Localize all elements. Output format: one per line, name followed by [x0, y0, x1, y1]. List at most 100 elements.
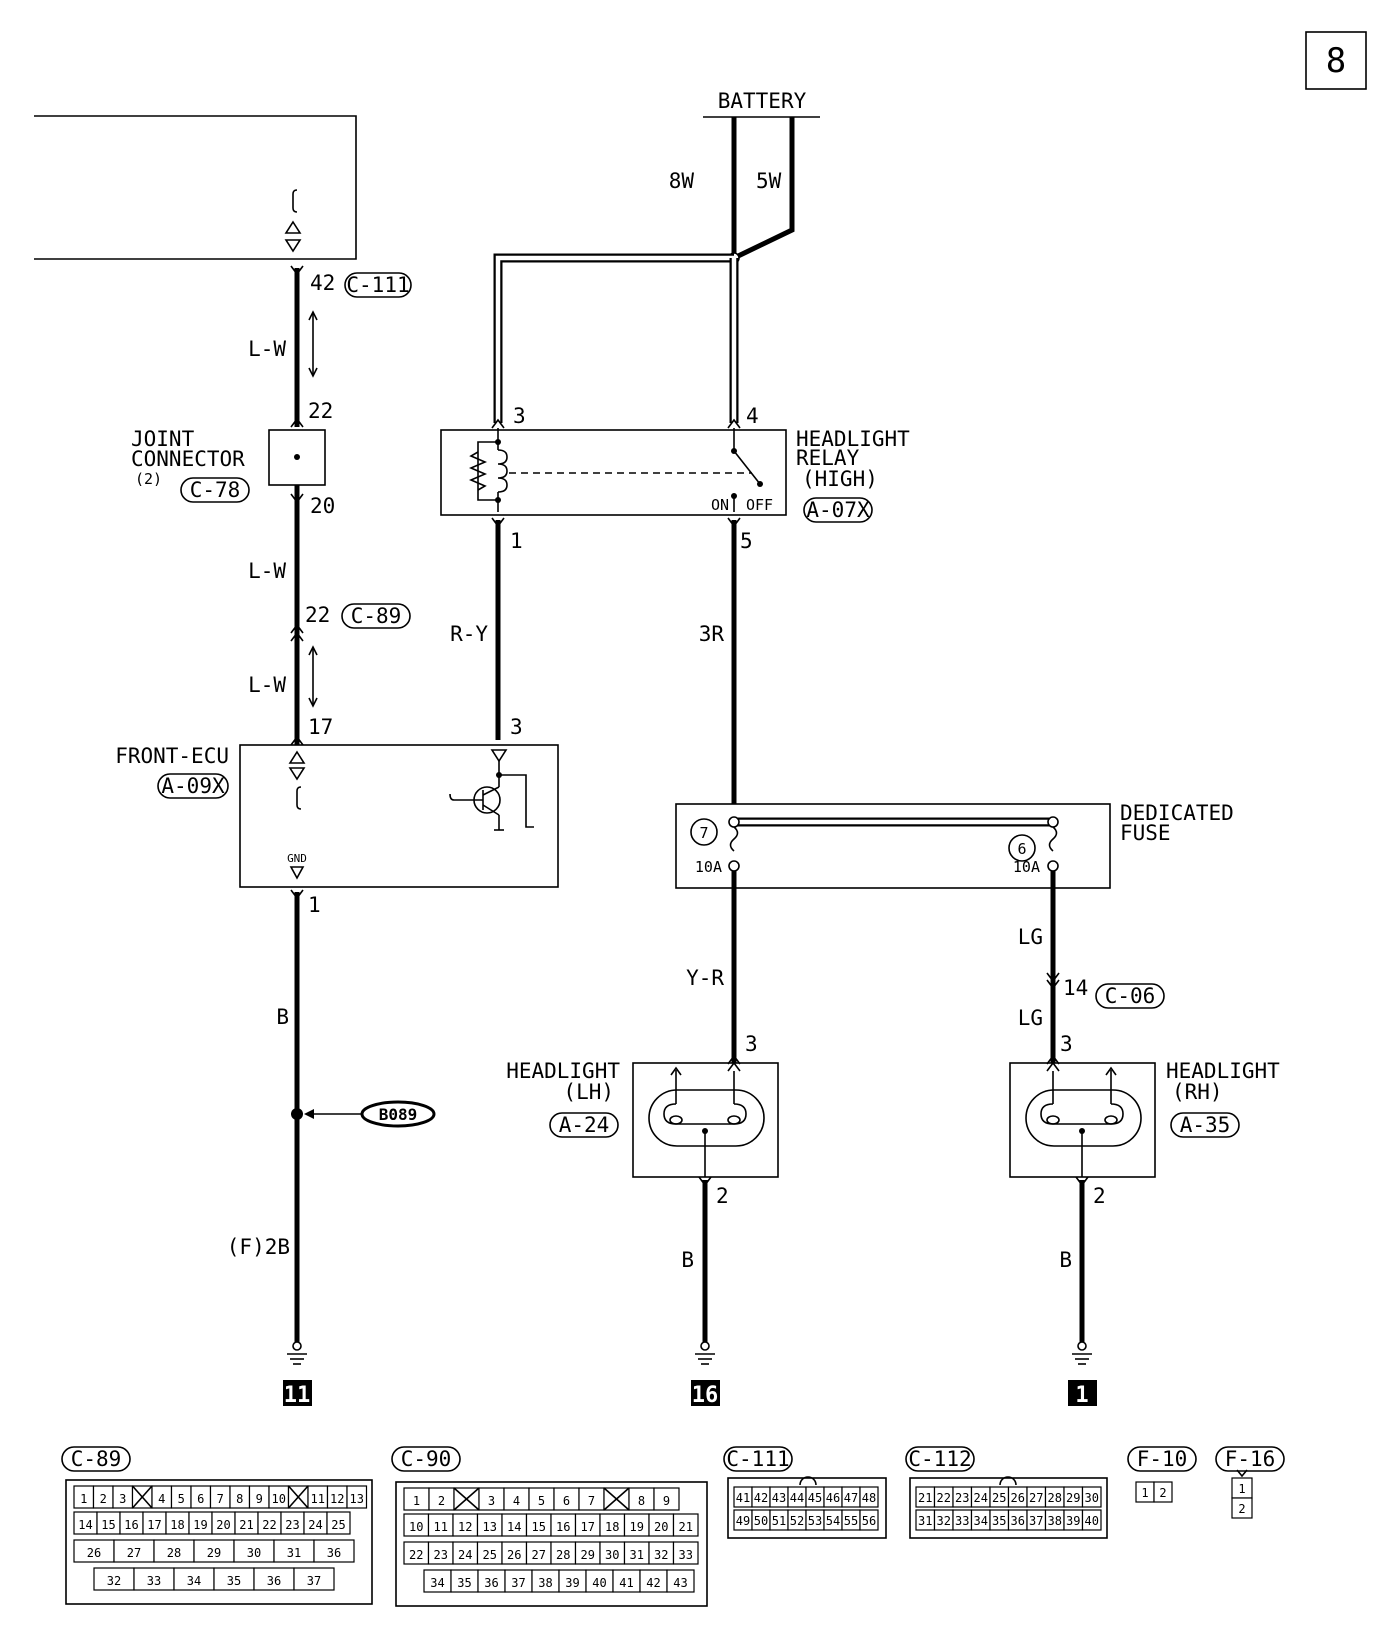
upstream-component-box: [34, 115, 357, 260]
connector-pin-label: 34: [430, 1576, 444, 1590]
direction-arrow-1: [308, 310, 318, 378]
rh-name-2: (RH): [1172, 1080, 1223, 1104]
connector-pin-label: 21: [918, 1491, 932, 1505]
connector-pin-label: 27: [1029, 1491, 1043, 1505]
connector-pin-label: 41: [736, 1491, 750, 1505]
connector-pin-label: 44: [790, 1491, 804, 1505]
connector-pin-label: 32: [654, 1548, 668, 1562]
connector-pin-label: 1: [1238, 1482, 1245, 1496]
joint-pin-bottom: 20: [310, 494, 335, 518]
c111-pin: 42: [310, 271, 335, 295]
connector-pin-label: 32: [107, 1574, 121, 1588]
ecu-gnd-label: GND: [287, 852, 307, 865]
connector-pin-label: 22: [409, 1548, 423, 1562]
wire-b-label: B: [276, 1005, 289, 1029]
connector-pin-label: 39: [565, 1576, 579, 1590]
connector-pin-label: 32: [937, 1514, 951, 1528]
connector-pin-label: 25: [483, 1548, 497, 1562]
dedicated-fuse: 7 10A 6 10A DEDICATED FUSE: [675, 801, 1234, 889]
c89-inline-connector: 22 C-89: [290, 603, 411, 642]
headlight-lh: HEADLIGHT (LH) A-24: [506, 1054, 779, 1178]
connector-pin-label: 23: [955, 1491, 969, 1505]
connector-pin-label: 29: [207, 1546, 221, 1560]
connector-pin-label: 13: [350, 1492, 364, 1506]
connector-pin-label: 21: [679, 1520, 693, 1534]
connector-pin-label: 18: [605, 1520, 619, 1534]
lh-pin-2: 2: [716, 1184, 729, 1208]
connector-pin-label: 22: [937, 1491, 951, 1505]
connector-pin-label: 21: [239, 1518, 253, 1532]
ground-point-11: 11: [284, 1383, 311, 1408]
connector-pin-label: 19: [193, 1518, 207, 1532]
battery-label: BATTERY: [718, 89, 807, 113]
connector-pin-label: 14: [507, 1520, 521, 1534]
c111-code: C-111: [346, 273, 409, 297]
wire-lg-lower-label: LG: [1018, 1006, 1043, 1030]
connector-pin-label: 27: [532, 1548, 546, 1562]
joint-connector: 22 20 JOINT CONNECTOR (2) C-78: [131, 399, 335, 518]
wire-lw-3-label: L-W: [248, 673, 286, 697]
connector-pin-label: 34: [974, 1514, 988, 1528]
connector-pin-label: 12: [458, 1520, 472, 1534]
joint-name-3: (2): [135, 470, 162, 488]
ground-symbol-ecu: 11: [283, 1341, 312, 1408]
lh-code: A-24: [559, 1113, 610, 1137]
ecu-pin-3: 3: [510, 715, 523, 739]
connector-pin-label: 4: [513, 1494, 520, 1508]
relay-pin-1: 1: [510, 529, 523, 553]
c89-view-code: C-89: [71, 1447, 122, 1471]
connector-pin-label: 11: [434, 1520, 448, 1534]
relay-name-2: RELAY: [796, 446, 860, 470]
connector-pin-label: 39: [1066, 1514, 1080, 1528]
connector-pin-label: 8: [638, 1494, 645, 1508]
battery-source: BATTERY 8W 5W: [669, 89, 820, 193]
ground-symbol-lh: 16: [691, 1341, 720, 1408]
ecu-pin-17: 17: [308, 715, 333, 739]
connector-pin-label: 28: [167, 1546, 181, 1560]
connector-pin-label: 1: [413, 1494, 420, 1508]
relay-feed-harness: [493, 253, 739, 423]
splice-point: [291, 1108, 303, 1120]
relay-name-3: (HIGH): [802, 467, 878, 491]
connector-pin-label: 38: [1048, 1514, 1062, 1528]
fuse-7-amp: 10A: [695, 858, 722, 876]
connector-pin-label: 30: [247, 1546, 261, 1560]
connector-pin-label: 34: [187, 1574, 201, 1588]
connector-pin-label: 23: [285, 1518, 299, 1532]
connector-pin-label: 2: [438, 1494, 445, 1508]
connector-pin-label: 37: [511, 1576, 525, 1590]
connector-pin-label: 51: [772, 1514, 786, 1528]
wire-b-lh-label: B: [681, 1248, 694, 1272]
connector-pin-label: 13: [483, 1520, 497, 1534]
connector-pin-cell: [293, 1567, 335, 1591]
fuse-6-amp: 10A: [1013, 858, 1040, 876]
connector-pin-cell: [1231, 1497, 1253, 1519]
wire-yr-label: Y-R: [686, 966, 724, 990]
front-ecu: 17 FRONT-ECU A-09X GND 3: [115, 715, 559, 888]
empty-pin-mark: [453, 1487, 480, 1511]
connector-pin-label: 4: [158, 1492, 165, 1506]
wire-f2b-label: (F)2B: [227, 1235, 290, 1259]
rh-pin-3: 3: [1060, 1032, 1073, 1056]
relay-pin-3: 3: [513, 404, 526, 428]
connector-pin-label: 29: [581, 1548, 595, 1562]
connector-pin-label: 28: [1048, 1491, 1062, 1505]
connector-pin-label: 8: [236, 1492, 243, 1506]
page-number-box: 8: [1305, 31, 1367, 90]
lh-name-2: (LH): [563, 1080, 614, 1104]
connector-pin-label: 33: [147, 1574, 161, 1588]
connector-pin-label: 24: [458, 1548, 472, 1562]
connector-pin-label: 30: [1085, 1491, 1099, 1505]
wire-b-rh-label: B: [1059, 1248, 1072, 1272]
connector-pin-label: 36: [484, 1576, 498, 1590]
connector-pin-label: 15: [101, 1518, 115, 1532]
relay-name-1: HEADLIGHT: [796, 427, 910, 451]
connector-pin-label: 14: [78, 1518, 92, 1532]
joint-code: C-78: [190, 478, 241, 502]
connector-pin-label: 12: [330, 1492, 344, 1506]
relay-code: A-07X: [806, 498, 870, 522]
wire-lg-upper-label: LG: [1018, 925, 1043, 949]
connector-pin-label: 18: [170, 1518, 184, 1532]
